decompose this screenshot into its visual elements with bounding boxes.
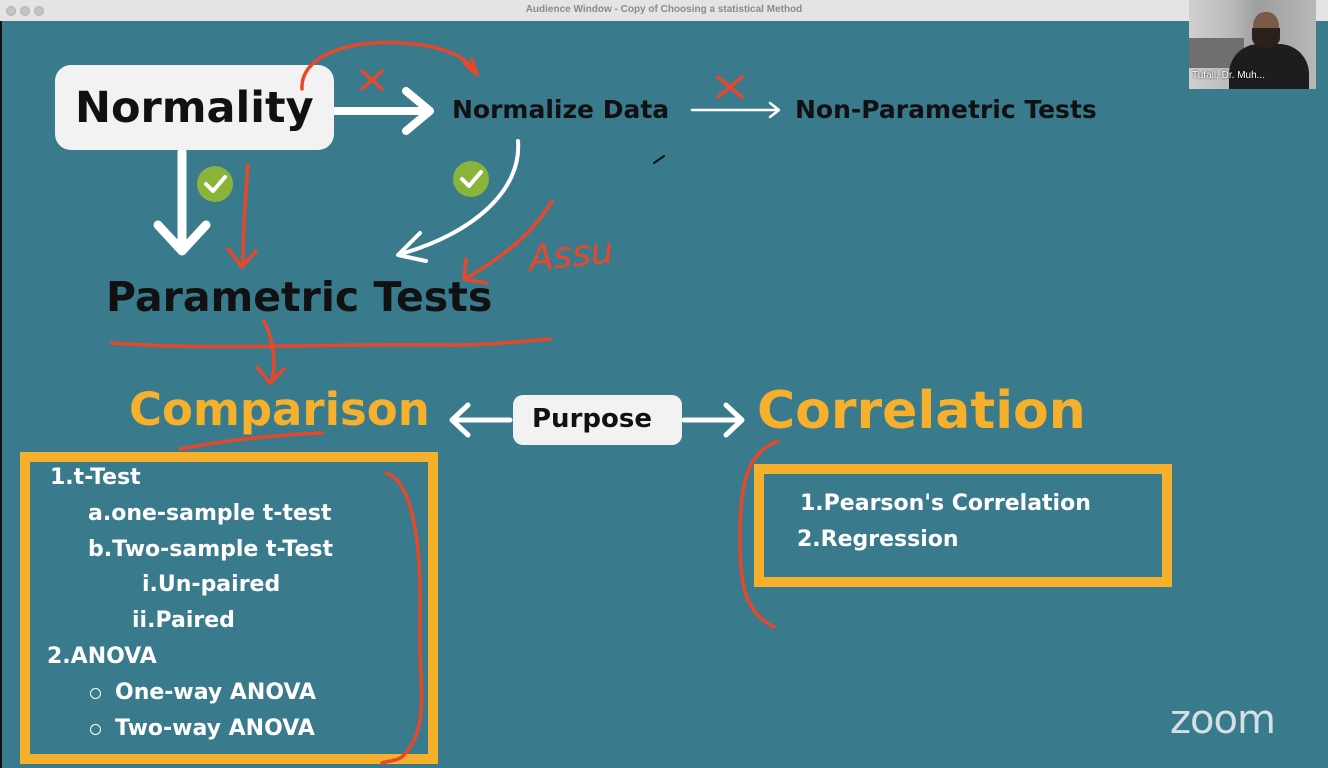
list-number: 1.	[50, 465, 74, 490]
bullet-icon	[90, 724, 101, 735]
annotation-curve-top	[300, 40, 478, 91]
normalize-data-label: Normalize Data	[452, 95, 670, 124]
list-text: t-Test	[73, 465, 141, 490]
annotation-arrowhead	[462, 257, 488, 285]
normality-box	[55, 65, 334, 150]
annotation-underline-parametric	[110, 337, 552, 349]
correlation-list-box	[754, 464, 1172, 587]
annotation-down-stroke	[262, 319, 276, 383]
list-item: b.Two-sample t-Test	[88, 537, 333, 562]
zoom-window-button[interactable]	[34, 6, 44, 16]
list-text: Regression	[820, 527, 959, 552]
arrow-normality-to-parametric	[153, 147, 211, 256]
annotation-x-mark	[360, 69, 384, 91]
arrow-normalize-to-nonparametric	[690, 101, 781, 119]
list-item: 2.ANOVA	[47, 644, 157, 669]
non-parametric-tests-label: Non-Parametric Tests	[795, 95, 1097, 124]
purpose-box	[513, 395, 682, 445]
list-text: Pearson's Correlation	[823, 491, 1091, 516]
normality-label: Normality	[75, 83, 314, 133]
annotation-brace-comparison	[380, 471, 424, 765]
purpose-label: Purpose	[532, 404, 652, 434]
participant-figure	[1252, 28, 1280, 48]
annotation-underline-comparison	[178, 431, 324, 451]
annotation-down-stroke	[241, 163, 250, 267]
window-titlebar: Audience Window - Copy of Choosing a sta…	[0, 0, 1328, 22]
correlation-heading: Correlation	[757, 381, 1086, 441]
list-number: 2.	[797, 527, 821, 552]
list-text: ANOVA	[70, 644, 157, 669]
list-text: one-sample t-test	[111, 501, 332, 526]
arrow-purpose-to-comparison	[449, 402, 513, 438]
check-icon	[453, 161, 489, 197]
list-item: i.Un-paired	[142, 572, 280, 597]
arrow-purpose-to-correlation	[681, 402, 745, 438]
window-title: Audience Window - Copy of Choosing a sta…	[525, 4, 803, 15]
list-text: Paired	[155, 608, 235, 633]
list-text: Two-sample t-Test	[112, 537, 334, 562]
list-item: 1.Pearson's Correlation	[800, 491, 1091, 516]
check-icon	[197, 166, 233, 202]
annotation-handwriting: Assu	[525, 230, 616, 280]
arrow-normalize-to-parametric	[396, 139, 521, 263]
list-number: 1.	[800, 491, 824, 516]
list-item: a.one-sample t-test	[88, 501, 331, 526]
comparison-list-box	[20, 452, 438, 764]
annotation-x-mark	[716, 75, 744, 99]
list-item: Two-way ANOVA	[115, 716, 315, 741]
participant-name: Tufail, Dr. Muh...	[1192, 70, 1265, 81]
annotation-layer: Assu	[110, 40, 780, 765]
list-number: a.	[88, 501, 112, 526]
bullet-icon	[90, 688, 101, 699]
list-number: b.	[88, 537, 113, 562]
parametric-tests-label: Parametric Tests	[106, 273, 493, 321]
list-number: ii.	[132, 608, 156, 633]
arrow-normality-to-normalize	[330, 87, 434, 135]
flow-arrows	[153, 87, 781, 438]
annotation-assu-arrow	[466, 199, 554, 279]
pen-tick-mark	[653, 155, 665, 164]
list-item: 2.Regression	[797, 527, 959, 552]
list-number: i.	[142, 572, 158, 597]
list-item: ii.Paired	[132, 608, 235, 633]
annotation-arrowhead	[255, 365, 286, 385]
list-number: 2.	[47, 644, 71, 669]
zoom-logo: zoom	[1170, 697, 1276, 743]
participant-figure	[1229, 44, 1309, 89]
comparison-heading: Comparison	[129, 383, 430, 436]
annotation-arrowhead	[462, 57, 479, 77]
annotation-brace-correlation	[738, 439, 780, 629]
list-text: Un-paired	[157, 572, 281, 597]
annotation-arrowhead	[226, 247, 258, 269]
participant-video-tile[interactable]: Tufail, Dr. Muh...	[1189, 0, 1316, 89]
slide-left-border	[0, 21, 2, 768]
list-item: One-way ANOVA	[115, 680, 317, 705]
minimize-window-button[interactable]	[20, 6, 30, 16]
close-window-button[interactable]	[6, 6, 16, 16]
shared-slide: Normality Normalize Data Non-Parametric …	[2, 21, 1328, 768]
list-item: 1.t-Test	[50, 465, 141, 490]
